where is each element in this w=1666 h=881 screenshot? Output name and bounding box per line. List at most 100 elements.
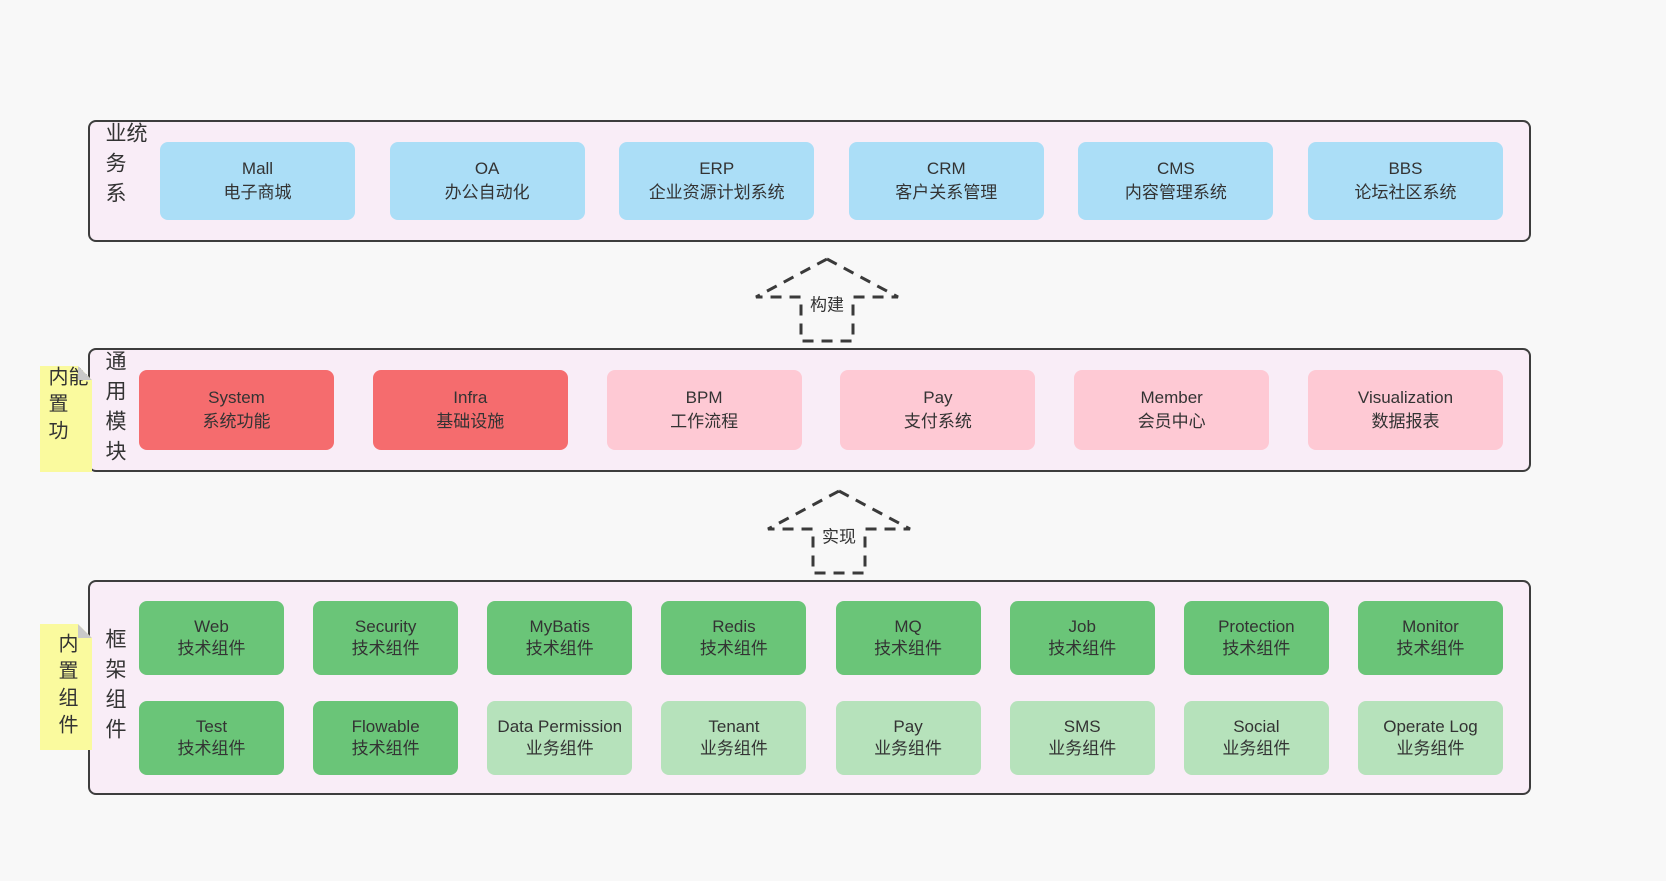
box-subtitle: 技术组件 [1396, 638, 1465, 658]
box-title: Security [354, 616, 417, 636]
box-title: SMS [1063, 716, 1101, 736]
box-mybatis: MyBatis 技术组件 [487, 600, 633, 675]
box-pay-component: Pay 业务组件 [835, 700, 981, 775]
box-subtitle: 业务组件 [874, 738, 943, 758]
band-label: 业务系统 [103, 122, 147, 212]
box-title: MyBatis [529, 616, 591, 636]
box-subtitle: 技术组件 [874, 638, 943, 658]
box-subtitle: 客户关系管理 [895, 183, 998, 202]
box-title: CRM [926, 159, 966, 178]
box-monitor: Monitor 技术组件 [1357, 600, 1503, 675]
box-row: Mall 电子商城 OA 办公自动化 ERP 企业资源计划系统 CRM 客户关系… [160, 142, 1503, 220]
sticky-label: 内置功能 [45, 366, 87, 447]
sticky-label: 内置组件 [55, 633, 77, 741]
box-pay: Pay 支付系统 [840, 370, 1036, 450]
box-subtitle: 技术组件 [177, 738, 246, 758]
band-boxes: System 系统功能 Infra 基础设施 BPM 工作流程 Pay 支付系统… [139, 370, 1503, 450]
box-title: OA [474, 159, 500, 178]
box-job: Job 技术组件 [1009, 600, 1155, 675]
box-subtitle: 基础设施 [436, 412, 505, 431]
band-boxes: Mall 电子商城 OA 办公自动化 ERP 企业资源计划系统 CRM 客户关系… [160, 142, 1503, 220]
box-title: Mall [241, 159, 274, 178]
box-subtitle: 业务组件 [699, 738, 768, 758]
band-framework-components: 框架组件 Web 技术组件 Security 技术组件 MyBatis 技术组件… [88, 580, 1531, 795]
box-title: Visualization [1357, 388, 1454, 407]
band-business-systems: 业务系统 Mall 电子商城 OA 办公自动化 ERP 企业资源计划系统 CRM… [88, 120, 1531, 242]
sticky-note-built-in-features: 内置功能 [40, 366, 92, 472]
box-subtitle: 支付系统 [903, 412, 972, 431]
box-bbs: BBS 论坛社区系统 [1307, 142, 1503, 220]
box-title: Job [1068, 616, 1096, 636]
arrow-label: 实现 [819, 522, 859, 548]
box-subtitle: 业务组件 [1222, 738, 1291, 758]
box-subtitle: 论坛社区系统 [1354, 183, 1457, 202]
box-data-permission: Data Permission 业务组件 [487, 700, 633, 775]
arrow-build: 构建 [752, 256, 902, 344]
box-erp: ERP 企业资源计划系统 [619, 142, 815, 220]
box-cms: CMS 内容管理系统 [1078, 142, 1274, 220]
box-title: Member [1140, 388, 1203, 407]
box-security: Security 技术组件 [313, 600, 459, 675]
box-subtitle: 会员中心 [1137, 412, 1206, 431]
box-subtitle: 电子商城 [223, 183, 292, 202]
sticky-note-built-in-components: 内置组件 [40, 624, 92, 750]
box-title: Flowable [351, 716, 420, 736]
box-mq: MQ 技术组件 [835, 600, 981, 675]
box-visualization: Visualization 数据报表 [1307, 370, 1503, 450]
box-operate-log: Operate Log 业务组件 [1357, 700, 1503, 775]
box-subtitle: 业务组件 [1396, 738, 1465, 758]
box-sms: SMS 业务组件 [1009, 700, 1155, 775]
box-subtitle: 工作流程 [670, 412, 739, 431]
box-redis: Redis 技术组件 [661, 600, 807, 675]
box-title: BPM [685, 388, 723, 407]
box-social: Social 业务组件 [1183, 700, 1329, 775]
box-subtitle: 技术组件 [699, 638, 768, 658]
box-subtitle: 内容管理系统 [1124, 183, 1227, 202]
band-common-modules: 通用模块 System 系统功能 Infra 基础设施 BPM 工作流程 Pay… [88, 348, 1531, 472]
box-title: Infra [453, 388, 488, 407]
box-oa: OA 办公自动化 [389, 142, 585, 220]
box-protection: Protection 技术组件 [1183, 600, 1329, 675]
box-title: Test [195, 716, 228, 736]
box-subtitle: 技术组件 [351, 738, 420, 758]
band-boxes: Web 技术组件 Security 技术组件 MyBatis 技术组件 Redi… [139, 600, 1503, 775]
box-title: Web [194, 616, 229, 636]
box-subtitle: 业务组件 [525, 738, 594, 758]
box-subtitle: 技术组件 [1222, 638, 1291, 658]
band-label: 框架组件 [103, 627, 126, 748]
box-member: Member 会员中心 [1074, 370, 1270, 450]
box-subtitle: 企业资源计划系统 [648, 183, 785, 202]
box-web: Web 技术组件 [139, 600, 284, 675]
box-bpm: BPM 工作流程 [606, 370, 802, 450]
box-title: Data Permission [497, 716, 623, 736]
box-title: Pay [923, 388, 953, 407]
box-row: System 系统功能 Infra 基础设施 BPM 工作流程 Pay 支付系统… [139, 370, 1503, 450]
box-title: Social [1233, 716, 1280, 736]
box-subtitle: 办公自动化 [444, 183, 530, 202]
box-infra: Infra 基础设施 [372, 370, 568, 450]
box-title: Protection [1218, 616, 1295, 636]
band-label: 通用模块 [103, 350, 126, 470]
box-subtitle: 技术组件 [177, 638, 246, 658]
box-title: Tenant [708, 716, 760, 736]
box-title: System [208, 388, 265, 407]
box-tenant: Tenant 业务组件 [661, 700, 807, 775]
box-subtitle: 技术组件 [1048, 638, 1117, 658]
box-title: Pay [893, 716, 923, 736]
box-title: CMS [1156, 159, 1195, 178]
box-title: Operate Log [1383, 716, 1478, 736]
box-row: Test 技术组件 Flowable 技术组件 Data Permission … [139, 700, 1503, 775]
box-mall: Mall 电子商城 [160, 142, 355, 220]
box-title: MQ [894, 616, 922, 636]
box-title: Redis [712, 616, 756, 636]
box-system: System 系统功能 [139, 370, 334, 450]
box-subtitle: 数据报表 [1371, 412, 1440, 431]
box-subtitle: 系统功能 [202, 412, 271, 431]
arrow-up-icon [755, 257, 899, 343]
box-title: ERP [699, 159, 735, 178]
box-subtitle: 技术组件 [351, 638, 420, 658]
box-title: Monitor [1402, 616, 1459, 636]
box-subtitle: 业务组件 [1048, 738, 1117, 758]
box-row: Web 技术组件 Security 技术组件 MyBatis 技术组件 Redi… [139, 600, 1503, 675]
